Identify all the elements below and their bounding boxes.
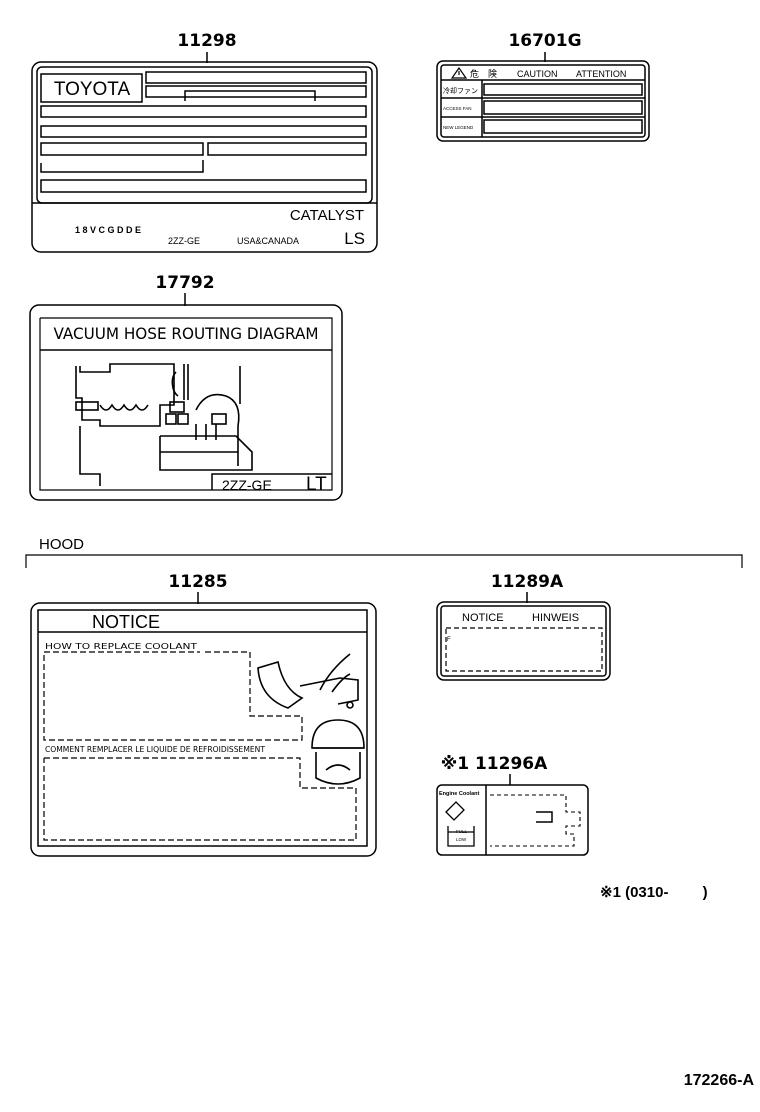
low-text: LOW <box>456 837 467 842</box>
part-number-17792: 17792 <box>155 273 214 293</box>
engine-code-text: 2ZZ-GE <box>168 236 200 246</box>
hood-section: HOOD <box>25 536 743 568</box>
hood-label: HOOD <box>39 536 84 553</box>
row1-text: 冷却ファン <box>443 86 478 95</box>
replace-coolant-en-text: HOW TO REPLACE COOLANT <box>45 642 198 651</box>
market-text: USA&CANADA <box>237 236 299 246</box>
part-number-11296a: ※1 11296A <box>441 754 548 774</box>
toyota-brand-text: TOYOTA <box>54 79 131 100</box>
part-number-11298: 11298 <box>177 31 236 51</box>
engine-2zz-ge-text: 2ZZ-GE <box>222 477 272 493</box>
caution-text: CAUTION <box>517 69 558 79</box>
label-17792: 17792 VACUUM HOSE ROUTING DIAGRAM 2ZZ-GE <box>29 273 343 501</box>
engine-coolant-text: Engine Coolant <box>439 791 480 797</box>
radiator-cap-icon <box>257 653 359 709</box>
part-number-11285: 11285 <box>168 572 227 592</box>
mark-f-text: F <box>447 637 451 643</box>
warning-jp-text: 危 険 <box>470 68 497 79</box>
vacuum-diagram-title: VACUUM HOSE ROUTING DIAGRAM <box>54 324 319 343</box>
label-11285: 11285 NOTICE HOW TO REPLACE COOLANT COMM… <box>30 572 377 857</box>
warning-triangle-icon <box>450 66 468 79</box>
notice-text: NOTICE <box>462 612 504 624</box>
grade-lt-text: LT <box>306 474 327 495</box>
full-text: FULL <box>456 829 468 834</box>
part-number-11289a: 11289A <box>491 572 564 592</box>
attention-text: ATTENTION <box>576 69 626 79</box>
replace-coolant-fr-text: COMMENT REMPLACER LE LIQUIDE DE REFROIDI… <box>45 745 266 754</box>
notice-title: NOTICE <box>92 612 160 632</box>
catalyst-code-text: 1 8 V C G D D E <box>75 225 141 235</box>
label-16701g: 16701G 危 険 CAUTION ATTENTION 冷却ファン ACCES… <box>436 31 650 142</box>
footnote-text: ※1 (0310- ) <box>600 884 708 901</box>
diagram-code-text: 172266-A <box>684 1072 755 1089</box>
engine-drawing <box>75 363 253 486</box>
row3-text: NEW LEGEND <box>443 125 474 130</box>
part-number-16701g: 16701G <box>508 31 581 51</box>
catalyst-text: CATALYST <box>290 207 364 224</box>
row2-text: ACCESS FAN <box>443 106 472 111</box>
label-11296a: ※1 11296A Engine Coolant FULL LOW <box>436 754 589 856</box>
hinweis-text: HINWEIS <box>532 612 579 624</box>
coolant-pour-icon <box>445 801 475 847</box>
grade-ls-text: LS <box>344 229 365 248</box>
label-11289a: 11289A NOTICE HINWEIS F <box>436 572 611 681</box>
label-11298: 11298 TOYOTA CATALYST 1 8 V C G D D E 2Z… <box>31 31 378 253</box>
coolant-reservoir-icon <box>311 719 365 785</box>
